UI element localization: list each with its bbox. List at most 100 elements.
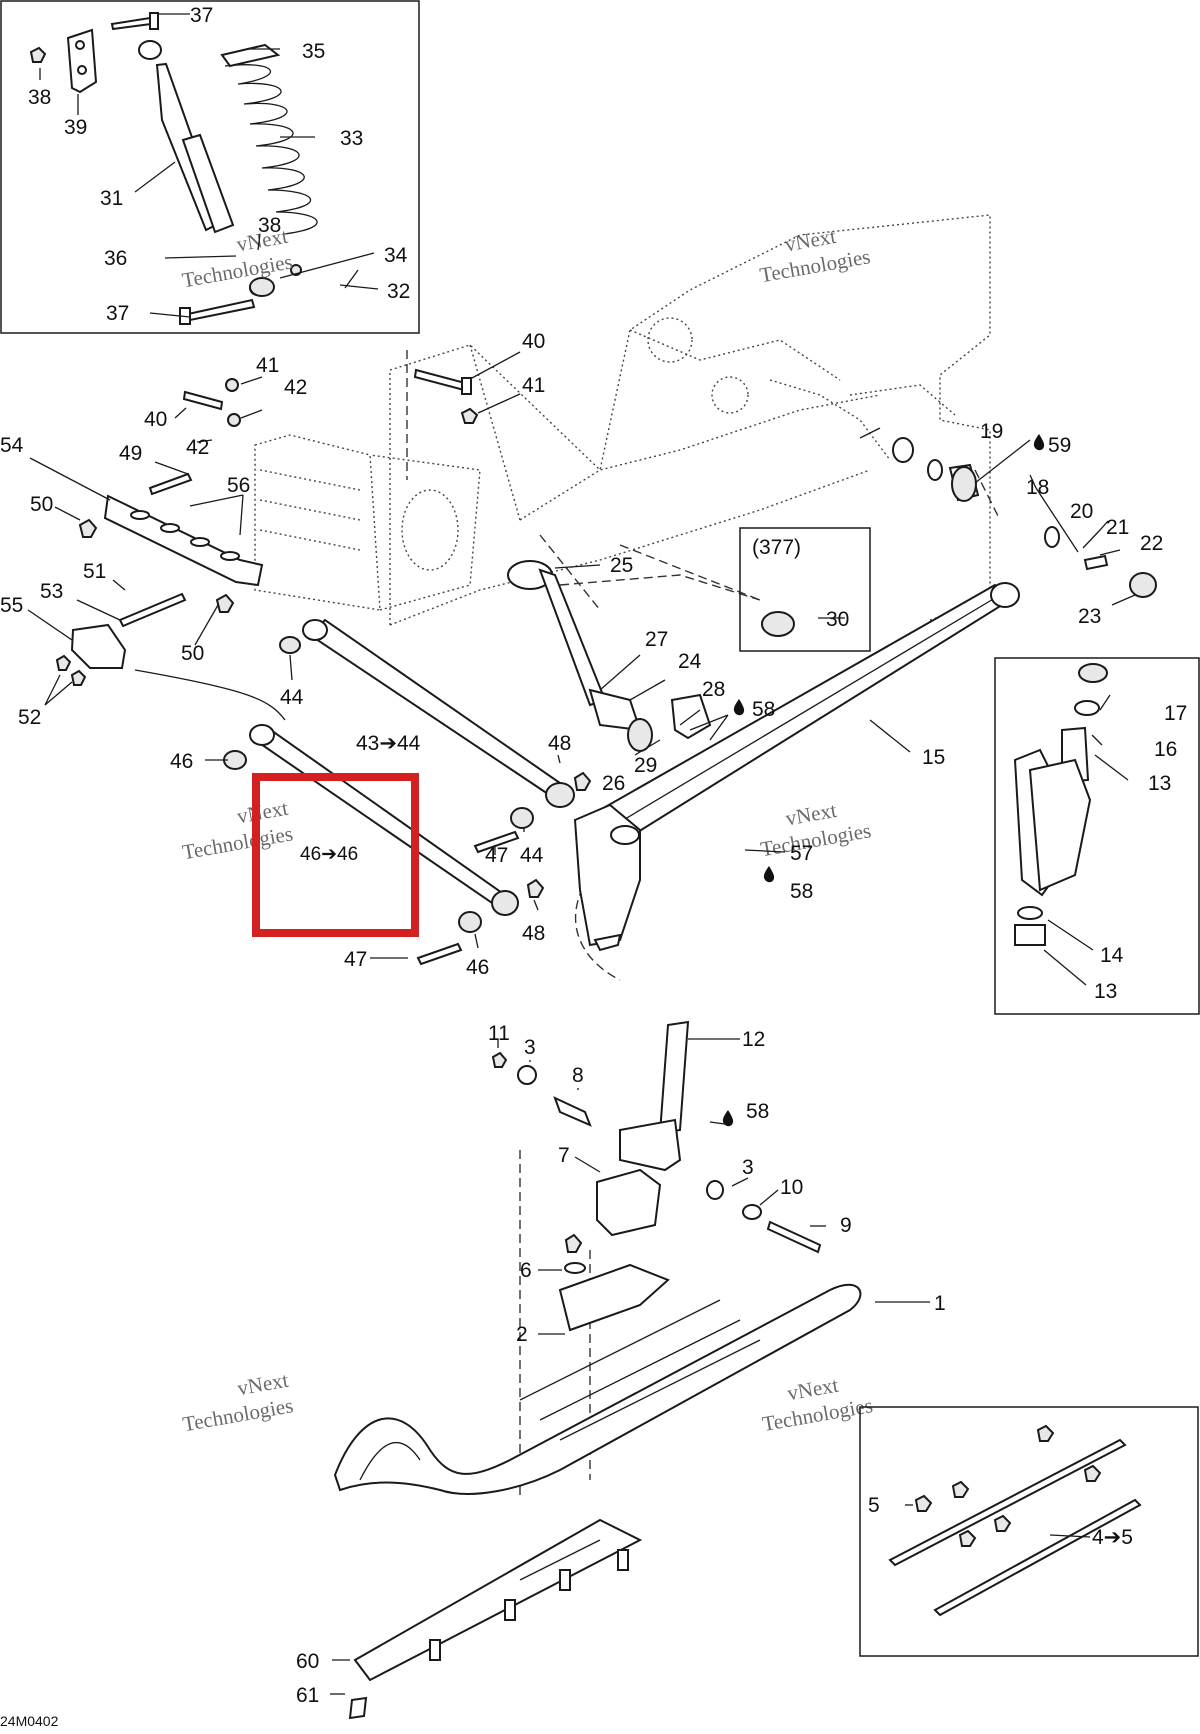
upper-mount-brackets: [55, 368, 479, 686]
svg-text:Technologies: Technologies: [180, 249, 294, 292]
label-24: 24: [678, 650, 702, 673]
label-37-top: 37: [190, 4, 213, 27]
label-53: 53: [40, 580, 63, 603]
callout-labels: 37 35 38 39 33 31 38 36 34 32 37 40 41 4…: [0, 4, 1187, 1729]
label-18: 18: [1026, 476, 1049, 499]
label-13-upper: 13: [1148, 772, 1171, 795]
label-9: 9: [840, 1214, 852, 1237]
label-29: 29: [634, 754, 657, 777]
label-39: 39: [64, 116, 87, 139]
watermark-2: vNext Technologies: [758, 224, 872, 287]
label-56: 56: [227, 474, 250, 497]
ski-assembly: [333, 1020, 862, 1720]
label-40-right: 40: [522, 330, 545, 353]
label-13-lower: 13: [1094, 980, 1117, 1003]
label-57: 57: [790, 842, 813, 865]
runner-inset: [859, 1406, 1199, 1657]
label-4-5: 4➔5: [1092, 1526, 1133, 1549]
label-46-left: 46: [170, 750, 193, 773]
label-46-overlap: 46➔46: [300, 844, 358, 865]
label-15: 15: [922, 746, 945, 769]
highlight-box: [252, 773, 419, 937]
label-48-lower: 48: [522, 922, 545, 945]
label-46-lower: 46: [466, 956, 489, 979]
label-36: 36: [104, 247, 127, 270]
label-31: 31: [100, 187, 123, 210]
label-19: 19: [980, 420, 1003, 443]
label-58-lower: 58: [746, 1100, 769, 1123]
oil-drop-icon: [722, 1110, 734, 1127]
oil-drop-icon: [1033, 434, 1045, 451]
label-30: 30: [826, 608, 849, 631]
label-33: 33: [340, 127, 363, 150]
label-55: 55: [0, 594, 23, 617]
label-7: 7: [558, 1144, 570, 1167]
label-16: 16: [1154, 738, 1177, 761]
label-50-left: 50: [30, 493, 53, 516]
label-59: 59: [1048, 434, 1071, 457]
label-41-right: 41: [522, 374, 545, 397]
label-5: 5: [868, 1494, 880, 1517]
label-42-top: 42: [284, 376, 307, 399]
kingpin-drawing: [1013, 663, 1108, 946]
runner-drawing: [888, 1424, 1142, 1617]
label-28: 28: [702, 678, 725, 701]
label-51: 51: [83, 560, 106, 583]
label-34: 34: [384, 244, 408, 267]
label-35: 35: [302, 40, 325, 63]
label-47-lower: 47: [344, 948, 367, 971]
label-10: 10: [780, 1176, 803, 1199]
label-23: 23: [1078, 605, 1101, 628]
label-60: 60: [296, 1650, 319, 1673]
trailing-arm: [573, 582, 1020, 952]
kingpin-inset: [994, 657, 1200, 1015]
leader-lines: [27, 13, 1136, 1695]
label-25: 25: [610, 554, 633, 577]
detail-ref-box: [739, 527, 871, 652]
oil-drop-icon: [733, 699, 745, 716]
label-38-mid: 38: [258, 214, 281, 237]
label-61: 61: [296, 1684, 319, 1707]
label-43-44: 43➔44: [356, 732, 421, 755]
label-14: 14: [1100, 944, 1124, 967]
label-1: 1: [934, 1292, 946, 1315]
label-49: 49: [119, 442, 142, 465]
label-54: 54: [0, 434, 24, 457]
label-20: 20: [1070, 500, 1093, 523]
label-21: 21: [1106, 516, 1129, 539]
watermark-3: vNext Technologies: [180, 796, 294, 865]
label-38-top: 38: [28, 86, 51, 109]
svg-text:Technologies: Technologies: [181, 1393, 295, 1436]
watermark-6: vNext Technologies: [760, 1373, 874, 1436]
control-arms: [134, 618, 592, 966]
label-58-upper: 58: [752, 698, 775, 721]
label-6: 6: [520, 1259, 532, 1282]
detail-ref-label: (377): [752, 536, 801, 559]
drawing-code: 24M0402: [0, 1713, 59, 1729]
watermark-5: vNext Technologies: [181, 1368, 295, 1437]
label-3-upper: 3: [524, 1036, 536, 1059]
label-58-mid: 58: [790, 880, 813, 903]
bearing-group: [892, 437, 1157, 598]
shock-absorber-drawing: [29, 12, 359, 325]
label-8: 8: [572, 1064, 584, 1087]
oil-drop-icon: [763, 866, 775, 883]
label-48-upper: 48: [548, 732, 571, 755]
shock-absorber-inset: [0, 0, 420, 334]
label-22: 22: [1140, 532, 1163, 555]
label-37-bottom: 37: [106, 302, 129, 325]
label-17: 17: [1164, 702, 1187, 725]
label-50-right: 50: [181, 642, 204, 665]
label-2: 2: [516, 1323, 528, 1346]
label-26: 26: [602, 772, 625, 795]
label-41-left: 41: [256, 354, 279, 377]
label-40-left: 40: [144, 408, 167, 431]
label-32: 32: [387, 280, 410, 303]
label-3-lower: 3: [742, 1156, 754, 1179]
label-42-bottom: 42: [186, 436, 209, 459]
label-27: 27: [645, 628, 668, 651]
label-11: 11: [488, 1022, 510, 1045]
label-44-lower: 44: [520, 844, 544, 867]
